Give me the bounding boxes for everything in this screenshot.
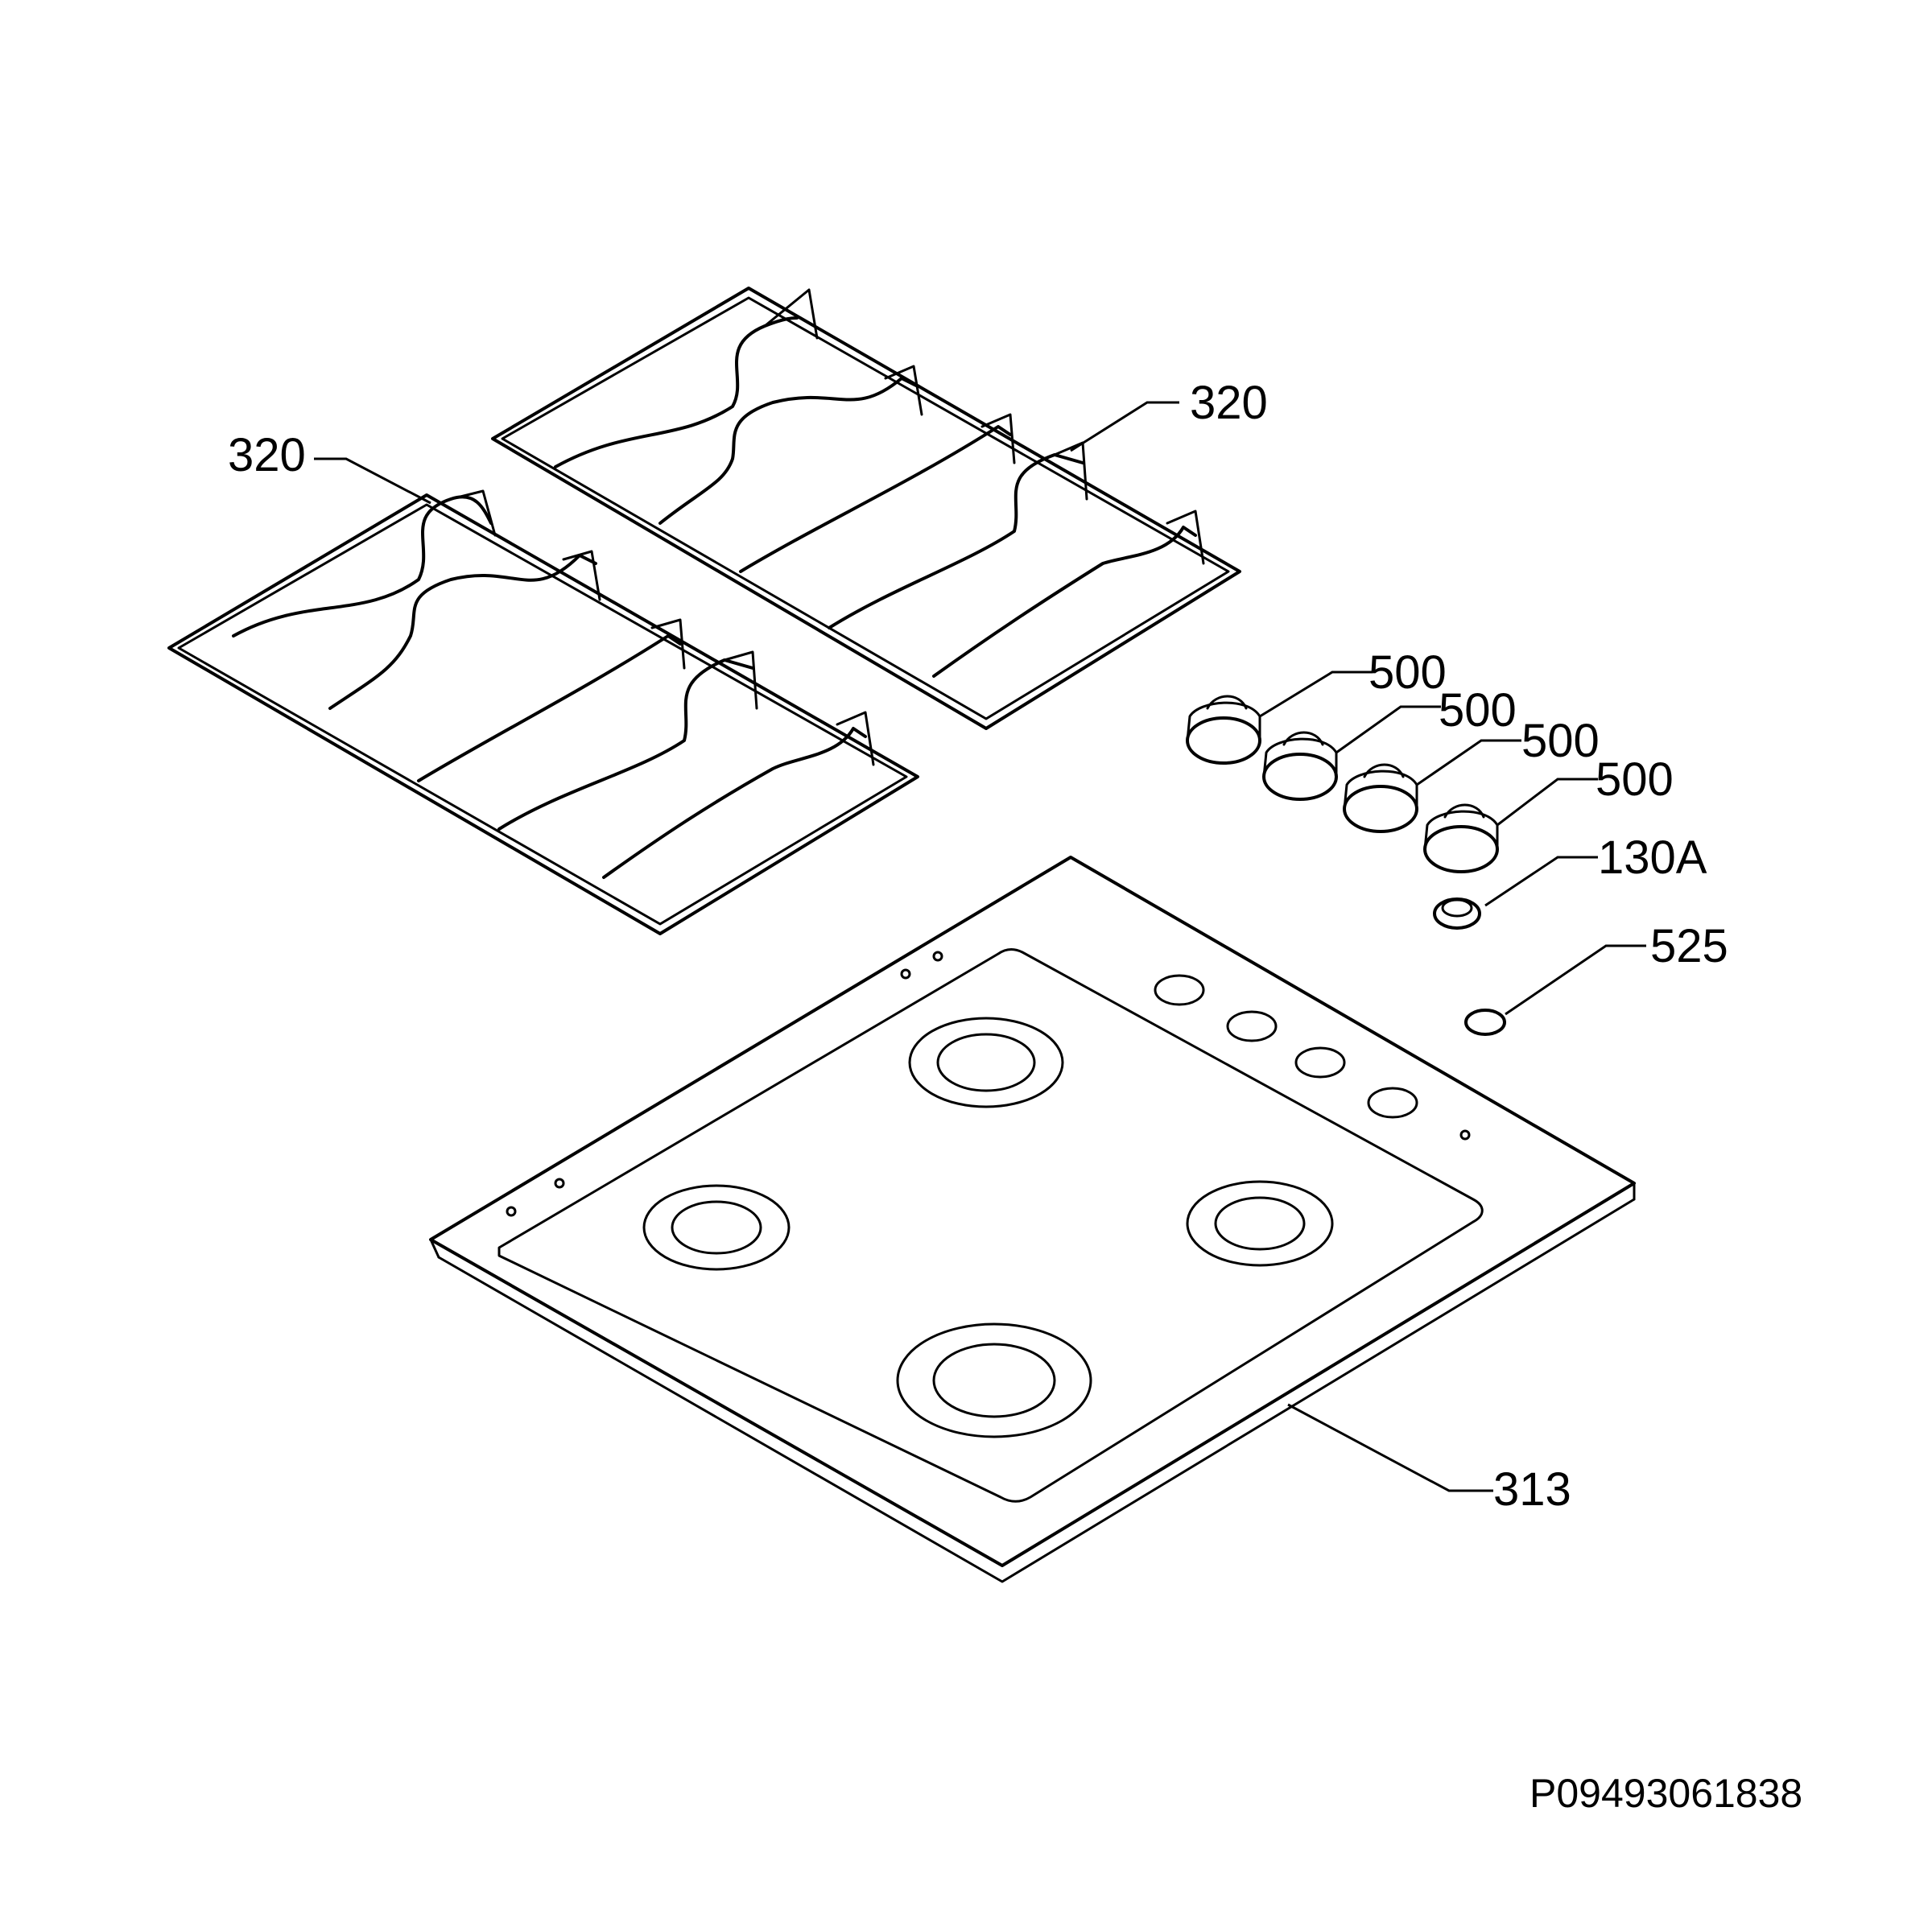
leader-313 (1287, 1403, 1493, 1492)
leader-grate-right (1070, 401, 1179, 452)
control-knob-2 (1262, 731, 1338, 801)
leader-knob-1 (1259, 670, 1373, 718)
hob-top-plate (429, 856, 1636, 1583)
control-knob-4 (1423, 803, 1499, 873)
document-id: P09493061838 (1530, 1771, 1802, 1816)
pan-support-right (491, 287, 1241, 730)
part-130a-bezel (1433, 897, 1481, 930)
callout-313: 313 (1493, 1463, 1571, 1516)
leader-130a (1484, 856, 1598, 907)
leader-knob-2 (1335, 705, 1441, 754)
pan-support-left (167, 489, 919, 935)
callout-130a: 130A (1598, 831, 1707, 884)
part-525-cap (1464, 1009, 1506, 1036)
burner-rear (908, 1017, 1064, 1108)
callout-knob-3: 500 (1521, 715, 1600, 767)
control-knob-1 (1186, 695, 1261, 765)
leader-525 (1505, 944, 1646, 1016)
leader-grate-left (314, 457, 431, 505)
control-knob-3 (1343, 763, 1418, 833)
callout-grate-right: 320 (1190, 377, 1268, 429)
burner-right (1186, 1180, 1334, 1267)
callout-knob-2: 500 (1439, 684, 1517, 737)
callout-knob-1: 500 (1368, 646, 1447, 699)
leader-knob-4 (1496, 778, 1598, 827)
callout-525: 525 (1650, 920, 1728, 972)
burner-left (642, 1184, 791, 1271)
callout-knob-4: 500 (1596, 753, 1674, 806)
leader-knob-3 (1416, 739, 1521, 786)
callout-grate-left: 320 (228, 429, 306, 481)
burner-front (896, 1322, 1092, 1438)
